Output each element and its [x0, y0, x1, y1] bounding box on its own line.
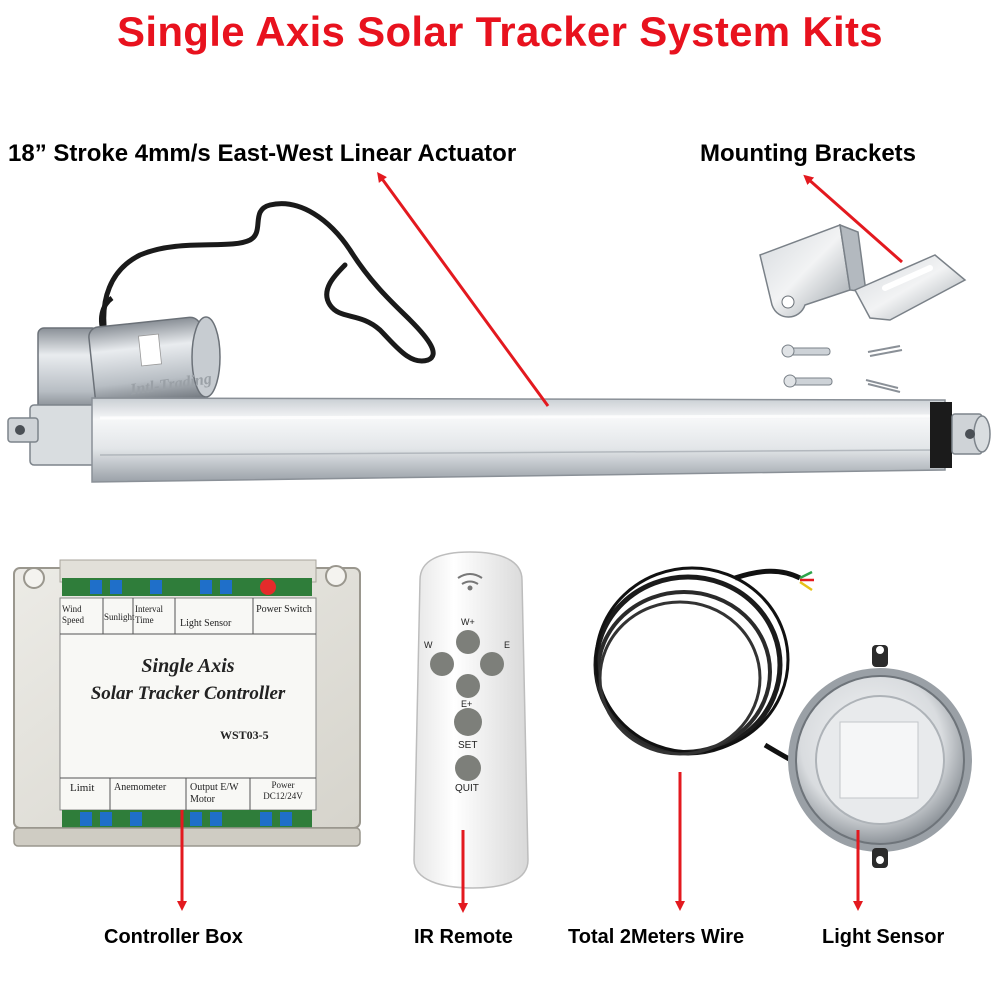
sunlight-label: Sunlight — [104, 612, 135, 622]
remote-west-label: W — [424, 640, 433, 650]
caption-wire: Total 2Meters Wire — [568, 926, 745, 948]
arrow-brackets — [803, 174, 903, 264]
light-sensor — [788, 645, 972, 868]
mounting-brackets — [759, 223, 967, 393]
remote-east-label: E — [504, 640, 511, 650]
actuator-heading: 18” Stroke 4mm/s East-West Linear Actuat… — [8, 140, 517, 167]
controller-model: WST03-5 — [220, 728, 269, 742]
callout-arrows — [177, 171, 903, 913]
remote-e-plus-label: E+ — [461, 699, 473, 709]
output-label: Output E/W Motor — [190, 782, 239, 805]
power-switch-label: Power Switch — [256, 604, 312, 615]
light-sensor-terminal-label: Light Sensor — [180, 618, 232, 629]
remote-set-label: SET — [458, 740, 478, 751]
controller-name-line1: Single Axis — [141, 655, 235, 677]
caption-controller-box: Controller Box — [104, 926, 243, 948]
limit-label: Limit — [70, 782, 95, 794]
controller-name-line2: Solar Tracker Controller — [90, 683, 286, 704]
interval-time-label: Interval Time — [135, 604, 163, 625]
anemometer-label: Anemometer — [114, 782, 167, 793]
arrow-actuator — [377, 171, 550, 407]
controller-box — [13, 559, 361, 847]
actuator-cable — [101, 201, 436, 364]
remote-quit-label: QUIT — [455, 783, 479, 794]
wind-speed-label: Wind Speed — [62, 604, 84, 625]
caption-light-sensor: Light Sensor — [822, 926, 945, 948]
ir-remote — [413, 551, 529, 889]
power-label: Power DC12/24V — [263, 780, 303, 801]
remote-w-plus-label: W+ — [461, 617, 475, 627]
brackets-heading: Mounting Brackets — [700, 140, 917, 167]
page-title: Single Axis Solar Tracker System Kits — [117, 8, 883, 55]
wire-coil — [593, 566, 819, 775]
caption-ir-remote: IR Remote — [414, 926, 513, 948]
linear-actuator — [7, 201, 991, 483]
